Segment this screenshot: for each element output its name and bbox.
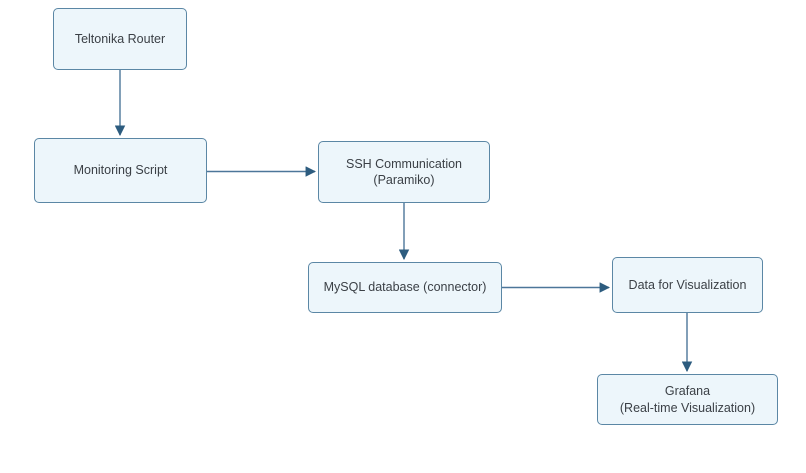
node-monitoring-script: Monitoring Script	[34, 138, 207, 203]
node-grafana: Grafana (Real-time Visualization)	[597, 374, 778, 425]
node-teltonika-router-label: Teltonika Router	[74, 31, 166, 46]
node-mysql-database-label: MySQL database (connector)	[323, 280, 487, 295]
node-data-for-visualization: Data for Visualization	[612, 257, 763, 313]
node-monitoring-script-label: Monitoring Script	[73, 163, 168, 178]
node-mysql-database: MySQL database (connector)	[308, 262, 502, 313]
node-data-for-visualization-label: Data for Visualization	[628, 277, 747, 292]
node-teltonika-router: Teltonika Router	[53, 8, 187, 70]
node-grafana-label: Grafana (Real-time Visualization)	[619, 384, 756, 415]
node-ssh-communication: SSH Communication (Paramiko)	[318, 141, 490, 203]
node-ssh-communication-label: SSH Communication (Paramiko)	[345, 156, 462, 187]
